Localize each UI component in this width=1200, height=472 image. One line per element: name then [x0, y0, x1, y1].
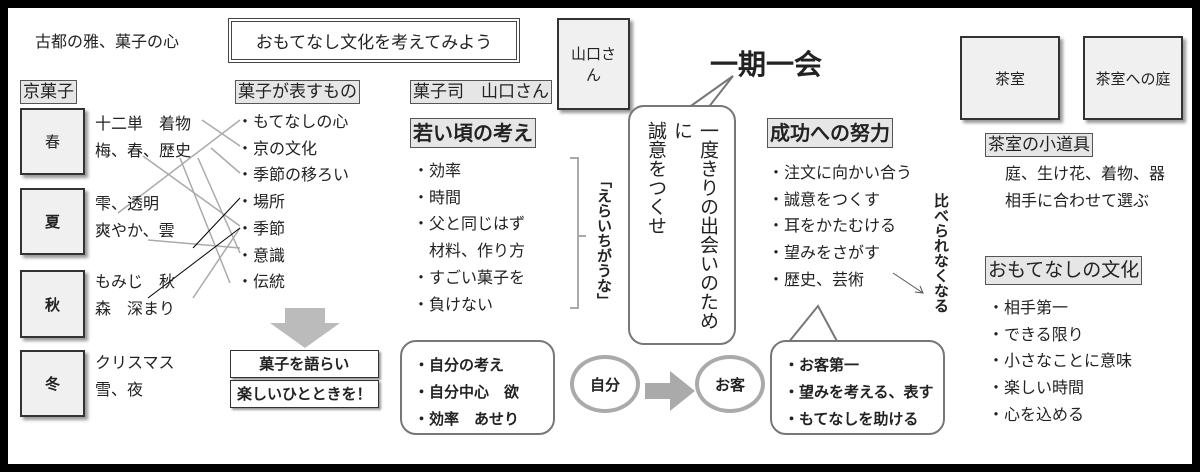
text-line: 十二単 着物 [95, 114, 192, 133]
text-line: ・場所 [237, 192, 286, 212]
subtitle: 古都の雅、菓子の心 [35, 32, 180, 51]
text-line: ・望みを考える、表す [784, 383, 934, 401]
talk-box: 菓子を語らい 楽しいひとときを！ [230, 350, 379, 408]
season-spring: 春 [20, 108, 85, 175]
kyogashi-label: 京菓子 [20, 80, 77, 104]
bubble-line: 誠意をつくせ [645, 121, 667, 235]
self-circle: 自分 [570, 355, 640, 413]
text-line: ・季節 [237, 218, 286, 238]
connector-lines [117, 119, 924, 411]
text-line: ・京の文化 [237, 138, 318, 158]
omotenashi-list: ・相手第一・できる限り・小さなことに意味・楽しい時間・心を込める [988, 295, 1132, 429]
text-line: ・効率 [413, 161, 462, 180]
text-line: 菓子を語らい [230, 350, 379, 378]
season-summer: 夏 [20, 188, 85, 255]
text-line: ・意識 [237, 245, 286, 265]
season-autumn: 秋 [20, 270, 85, 338]
text-line: ・心を込める [988, 404, 1085, 424]
text-line: ・誠意をつくす [768, 189, 881, 209]
bubble-line: 一度きりの出会いのために [671, 121, 719, 330]
text-line: ・父と同じはず [413, 214, 526, 234]
tearoom-box: 茶室 [960, 36, 1060, 120]
text-line: ・注文に向かい合う [768, 163, 913, 182]
text-line: ・小さなことに意味 [988, 351, 1133, 371]
text-line: ・もてなしの心 [237, 112, 349, 131]
young-list: ・効率・時間・父と同じはず 材料、作り方・すごい菓子を・負けない [413, 158, 525, 318]
effort-side-note: 比べられなくなる [932, 193, 950, 313]
text-line: 材料、作り方 [413, 241, 526, 261]
bubble-tail [787, 304, 839, 344]
text-line: ・すごい菓子を [413, 267, 526, 287]
text-line: ・自分中心 欲 [414, 383, 520, 401]
self-bubble: ・自分の考え・自分中心 欲・効率 あせり [400, 340, 555, 435]
center-bubble: 一度きりの出会いのために誠意をつくせ [628, 105, 736, 345]
text-line: ・効率 あせり [414, 410, 520, 428]
bubble-tail [687, 75, 734, 109]
text-line: 雪、夜 [95, 380, 144, 399]
text-line: 爽やか、雲 [95, 221, 175, 240]
guest-circle: お客 [695, 355, 765, 413]
text-line: 相手に合わせて選ぶ [1005, 191, 1150, 210]
text-line: ・伝統 [237, 272, 286, 292]
whiteboard: 古都の雅、菓子の心 おもてなし文化を考えてみよう 山口さん 一期一会 一度きりの… [8, 8, 1192, 464]
text-line: ・楽しい時間 [988, 378, 1085, 398]
text-line: ・負けない [413, 294, 494, 314]
text-line: 梅、春、歴史 [95, 141, 192, 160]
represents-list: ・もてなしの心・京の文化・季節の移ろい・場所・季節・意識・伝統 [237, 109, 349, 296]
title-box: おもてなし文化を考えてみよう [228, 18, 520, 63]
text-line: ・自分の考え [414, 356, 505, 374]
text-line: もみじ 秋 [95, 272, 176, 291]
tools-text: 庭、生け花、着物、器相手に合わせて選ぶ [1005, 160, 1165, 214]
effort-list: ・注文に向かい合う・誠意をつくす・耳をかたむける・望みをさがす・歴史、芸術 [768, 160, 912, 294]
season-winter: 冬 [20, 350, 85, 417]
yamaguchi-box: 山口さん [557, 18, 630, 110]
text-line: 庭、生け花、着物、器 [1005, 164, 1166, 183]
text-line: ・お客第一 [784, 356, 860, 374]
tools-label: 茶室の小道具 [985, 133, 1093, 157]
omotenashi-label: おもてなしの文化 [985, 256, 1143, 285]
text-line: ・季節の移ろい [237, 165, 350, 185]
text-line: ・相手第一 [988, 298, 1069, 317]
young-label: 若い頃の考え [410, 118, 536, 148]
text-line: ・望みをさがす [768, 243, 881, 263]
text-line: ・耳をかたむける [768, 216, 897, 236]
text-line: 森 深まり [95, 299, 176, 318]
effort-label: 成功への努力 [767, 118, 893, 148]
text-line: 楽しいひとときを！ [230, 380, 379, 408]
text-line: ・時間 [413, 187, 462, 207]
ichigo-ichie: 一期一会 [710, 48, 823, 81]
young-side-note: 「えらいちがうな」 [595, 173, 613, 308]
master-label: 菓子司 山口さん [410, 80, 552, 104]
guest-bubble: ・お客第一・望みを考える、表す・もてなしを助ける [770, 340, 945, 435]
text-line: ・できる限り [988, 324, 1084, 344]
text-line: 雫、透明 [95, 194, 160, 213]
text-line: ・もてなしを助ける [784, 410, 919, 428]
tearoom-garden-box: 茶室への庭 [1083, 36, 1183, 120]
represents-label: 菓子が表すもの [235, 80, 360, 104]
text-line: ・歴史、芸術 [768, 269, 865, 289]
season-words: 十二単 着物梅、春、歴史 雫、透明爽やか、雲 もみじ 秋森 深まり クリスマス雪… [95, 110, 191, 403]
text-line: クリスマス [95, 353, 175, 372]
